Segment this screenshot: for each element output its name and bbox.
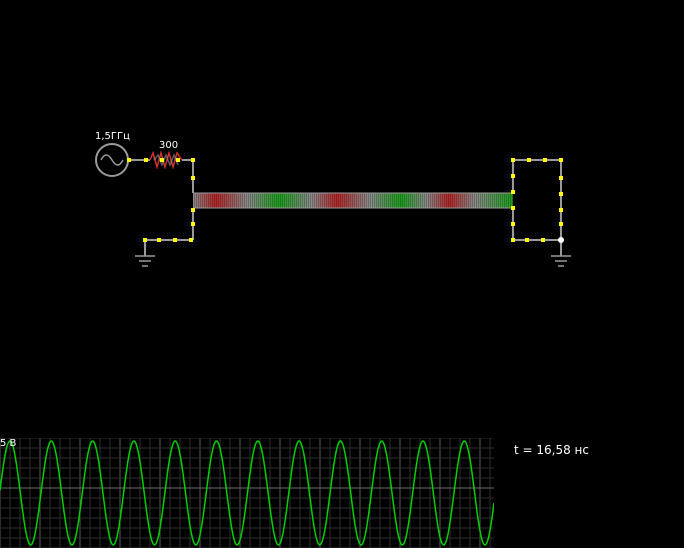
ground-icon[interactable] (135, 255, 155, 267)
time-readout: t = 16,58 нс (514, 443, 589, 457)
oscilloscope-panel[interactable] (0, 438, 494, 548)
resistor-value-label: 300 (159, 140, 179, 151)
scope-grid (0, 438, 494, 548)
source-frequency-label: 1,5ГГц (95, 131, 130, 142)
current-dots (127, 158, 563, 242)
circuit-canvas[interactable] (0, 0, 684, 430)
ac-source-icon[interactable] (95, 143, 129, 177)
scope-scale-label: 5 В (0, 438, 17, 449)
ground-icon[interactable] (551, 255, 571, 267)
transmission-line[interactable] (193, 192, 513, 209)
resistor-icon[interactable] (149, 150, 183, 170)
scope-trace (0, 440, 494, 546)
probe-node[interactable] (558, 237, 564, 243)
